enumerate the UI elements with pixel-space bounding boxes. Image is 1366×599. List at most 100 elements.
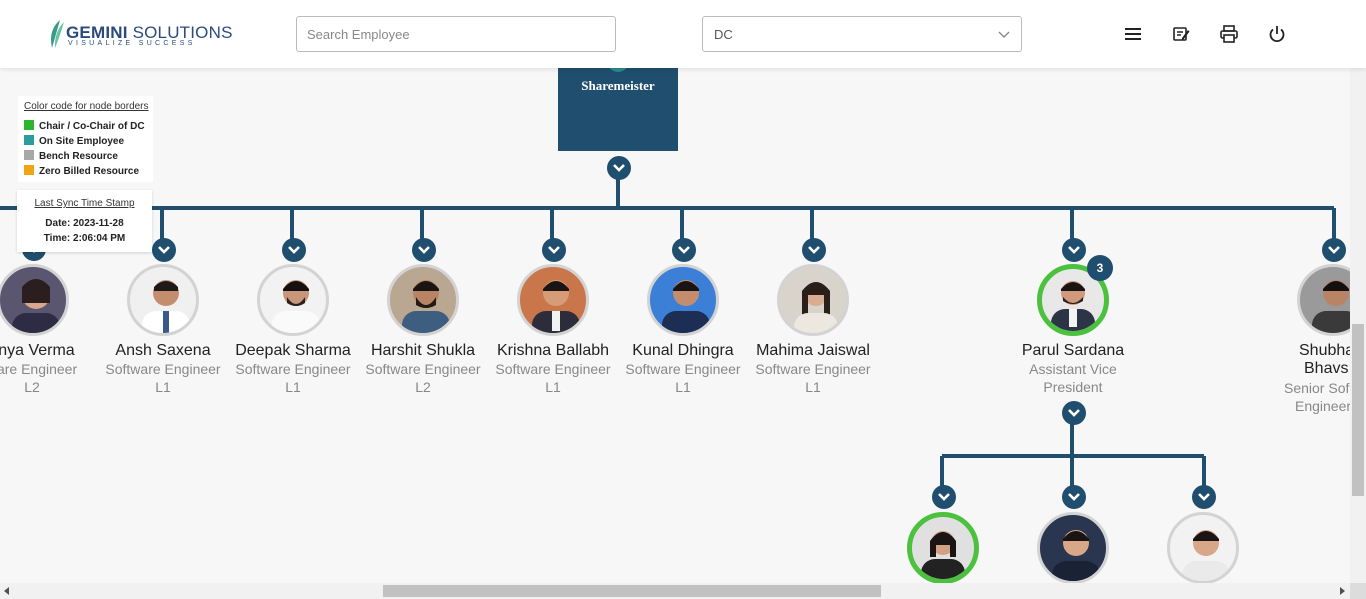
legend-item-onsite: On Site Employee [24, 135, 124, 147]
employee-level: L1 [805, 379, 821, 395]
employee-name-line2[interactable]: Bhavs [1304, 360, 1349, 377]
power-icon[interactable] [1267, 24, 1287, 44]
legend-title: Color code for node borders [24, 101, 149, 112]
chevron-down-icon [1068, 246, 1080, 254]
chevron-down-icon [288, 246, 300, 254]
employee-avatar[interactable] [517, 264, 589, 336]
expand-toggle-6[interactable] [802, 238, 826, 262]
person-photo [1052, 530, 1100, 581]
employee-name[interactable]: Harshit Shukla [370, 342, 476, 359]
employee-level: L1 [155, 379, 171, 395]
department-select[interactable]: DC [702, 16, 1022, 52]
employee-avatar[interactable] [647, 264, 719, 336]
scroll-left-arrow-icon[interactable] [3, 587, 11, 595]
employee-title: ware Engineer [0, 361, 78, 377]
sync-date: Date: 2023-11-28 [45, 218, 124, 229]
chevron-down-icon [938, 493, 950, 501]
root-node-name: Sharemeister [581, 78, 655, 93]
vertical-scrollbar-thumb[interactable] [1352, 324, 1364, 496]
employee-title: Software Engineer [235, 361, 351, 377]
expand-toggle-1[interactable] [152, 238, 176, 262]
person-photo [1182, 530, 1230, 581]
feedback-icon[interactable] [1171, 24, 1191, 44]
chevron-down-icon [548, 246, 560, 254]
vertical-scrollbar[interactable] [1350, 68, 1366, 583]
employee-name[interactable]: Parul Sardana [1021, 342, 1125, 359]
chevron-down-icon [998, 31, 1010, 38]
employee-title: Software Engineer [755, 361, 871, 377]
expand-toggle-3[interactable] [412, 238, 436, 262]
chevron-down-icon [808, 246, 820, 254]
employee-name[interactable]: Ansh Saxena [115, 342, 211, 359]
employee-level: Engineer [1295, 398, 1352, 414]
employee-title: Software Engineer [625, 361, 741, 377]
employee-avatar[interactable] [387, 264, 459, 336]
employee-avatar[interactable] [907, 512, 979, 584]
expand-toggle-8[interactable] [1322, 238, 1346, 262]
person-photo [662, 280, 710, 333]
employee-name[interactable]: anya Verma [0, 342, 75, 359]
legend-label: On Site Employee [39, 136, 125, 147]
legend-swatch [24, 150, 34, 160]
employee-avatar[interactable] [1037, 512, 1109, 584]
legend-item-zero-billed: Zero Billed Resource [24, 165, 139, 177]
employee-level: L2 [24, 379, 40, 395]
print-icon[interactable] [1219, 24, 1239, 44]
employee-title: Software Engineer [105, 361, 221, 377]
last-sync-panel: Last Sync Time Stamp Date: 2023-11-28 Ti… [17, 190, 152, 252]
department-select-value: DC [714, 27, 733, 42]
legend-label: Zero Billed Resource [39, 166, 140, 177]
direct-reports-count-badge[interactable]: 3 [1087, 255, 1113, 281]
expand-toggle-2[interactable] [282, 238, 306, 262]
person-photo [402, 280, 450, 333]
menu-icon[interactable] [1123, 24, 1143, 44]
root-expand-toggle[interactable] [607, 156, 631, 180]
employee-title: Senior Sof [1284, 380, 1350, 396]
chevron-down-icon [1068, 493, 1080, 501]
employee-avatar[interactable] [777, 264, 849, 336]
expand-toggle-child-0[interactable] [932, 485, 956, 509]
employee-avatar[interactable] [257, 264, 329, 336]
employee-name[interactable]: Krishna Ballabh [496, 342, 610, 359]
employee-name[interactable]: Shubha [1299, 342, 1355, 359]
employee-avatar[interactable] [127, 264, 199, 336]
expand-toggle-7[interactable] [1062, 238, 1086, 262]
chevron-down-icon [1328, 246, 1340, 254]
employee-name[interactable]: Mahima Jaiswal [756, 342, 870, 359]
person-photo [12, 279, 60, 333]
chevron-down-icon [678, 246, 690, 254]
scroll-right-arrow-icon[interactable] [1338, 587, 1346, 595]
horizontal-scrollbar[interactable] [0, 583, 1350, 599]
person-photo [142, 280, 190, 333]
legend-item-bench: Bench Resource [24, 150, 118, 162]
expand-toggle-child-2[interactable] [1192, 485, 1216, 509]
person-photo [1051, 281, 1095, 331]
employee-title: Software Engineer [495, 361, 611, 377]
node-border-legend: Color code for node borders Chair / Co-C… [18, 96, 153, 182]
legend-swatch [24, 165, 34, 175]
employee-avatar[interactable] [1167, 512, 1239, 584]
legend-swatch [24, 135, 34, 145]
expand-toggle-4[interactable] [542, 238, 566, 262]
app-header: GEMINI SOLUTIONS VISUALIZE SUCCESS DC [0, 0, 1366, 68]
employee-name[interactable]: Kunal Dhingra [632, 342, 734, 359]
expand-toggle-child-1[interactable] [1062, 485, 1086, 509]
expand-toggle-parul[interactable] [1062, 401, 1086, 425]
employee-level: L1 [675, 379, 691, 395]
expand-toggle-5[interactable] [672, 238, 696, 262]
company-logo[interactable]: GEMINI SOLUTIONS VISUALIZE SUCCESS [46, 18, 232, 50]
employee-name[interactable]: Deepak Sharma [235, 342, 351, 359]
chevron-down-icon [1198, 493, 1210, 501]
employee-avatar[interactable] [0, 264, 69, 336]
logo-text: GEMINI SOLUTIONS [66, 23, 233, 42]
chevron-down-icon [418, 246, 430, 254]
employee-level: L1 [285, 379, 301, 395]
employee-title: Assistant Vice [1029, 361, 1117, 377]
legend-item-chair: Chair / Co-Chair of DC [24, 120, 145, 132]
root-node-sharemeister[interactable]: Sharemeister [558, 58, 678, 151]
person-photo [272, 280, 320, 333]
employee-avatar[interactable] [1037, 264, 1109, 336]
employee-level: L1 [545, 379, 561, 395]
search-employee-input[interactable] [296, 16, 616, 52]
horizontal-scrollbar-thumb[interactable] [383, 585, 881, 597]
